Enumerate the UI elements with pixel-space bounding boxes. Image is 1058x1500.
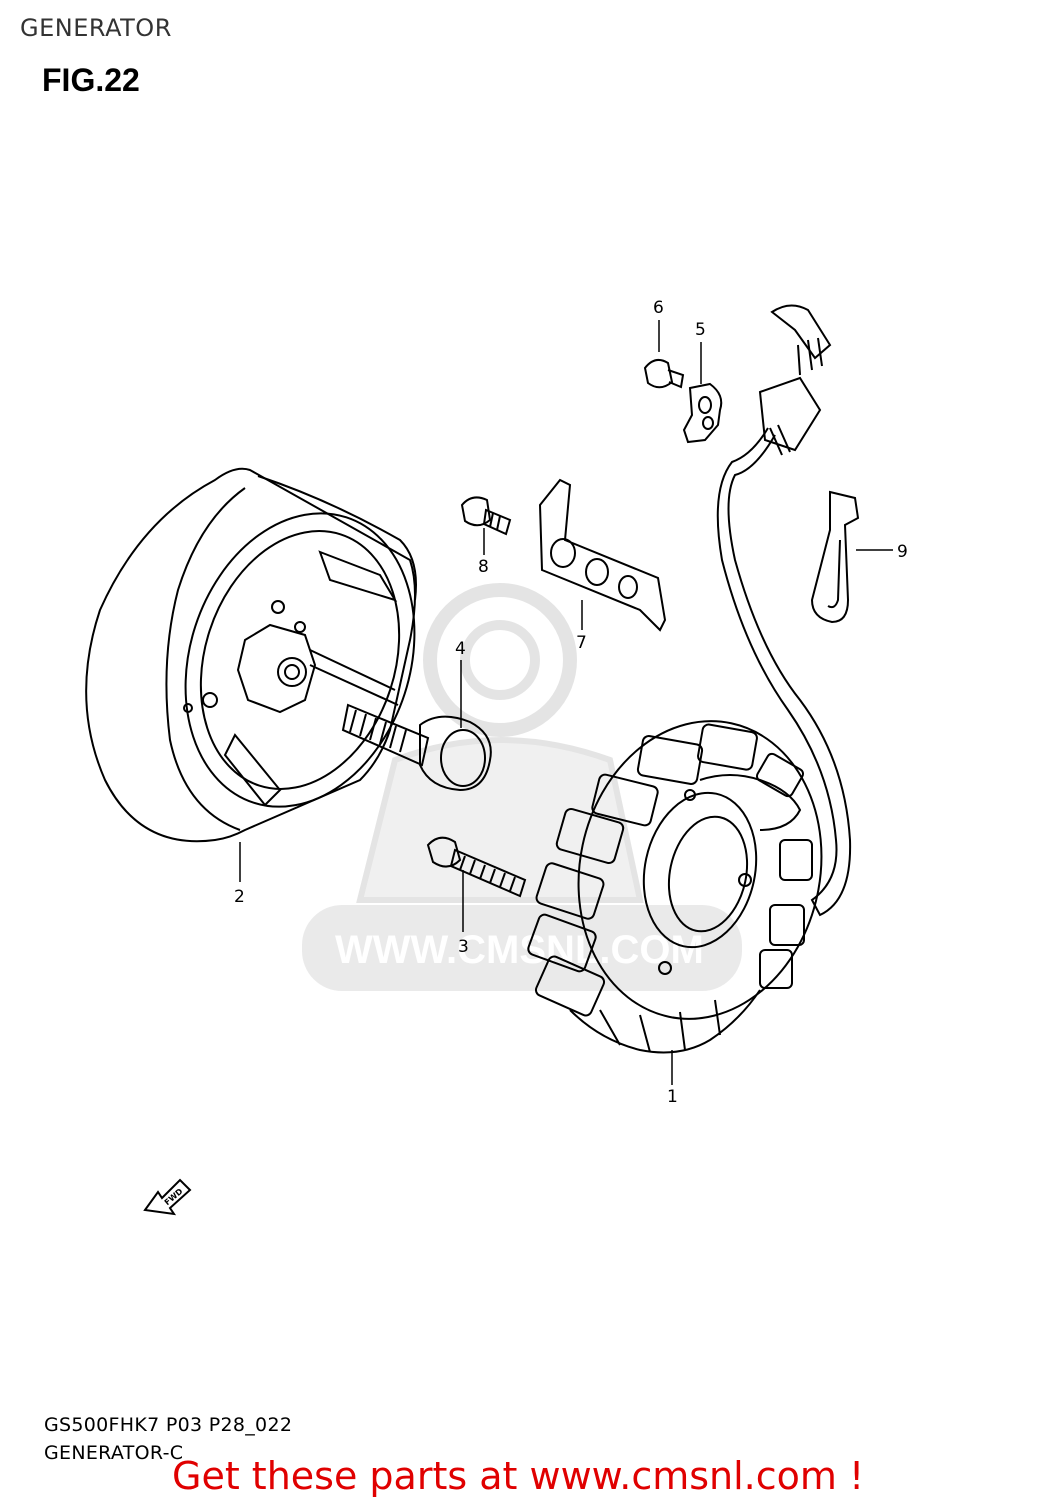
- page-title: GENERATOR: [20, 14, 172, 42]
- rotor-bolt: [341, 703, 492, 792]
- part-number-6: 6: [653, 298, 664, 318]
- part-number-4: 4: [455, 639, 466, 659]
- wire-clamp: [682, 382, 723, 444]
- stator-screw: [426, 836, 527, 898]
- figure-label: FIG.22: [42, 62, 140, 98]
- plate-screw: [460, 496, 512, 536]
- wire-guide-plate: [538, 478, 667, 632]
- part-number-9: 9: [897, 542, 908, 562]
- watermark: WWW.CMSNL.COM: [302, 583, 742, 991]
- clamp-screw: [643, 358, 685, 389]
- part-number-7: 7: [576, 633, 587, 653]
- part-number-8: 8: [478, 557, 489, 577]
- cta-link[interactable]: Get these parts at www.cmsnl.com !: [172, 1454, 865, 1498]
- diagram-code: GENERATOR-C: [44, 1442, 184, 1464]
- watermark-text: WWW.CMSNL.COM: [335, 928, 704, 972]
- leader-lines: [239, 320, 893, 1085]
- part-number-5: 5: [695, 320, 706, 340]
- fwd-arrow-icon: FWD: [143, 1178, 192, 1216]
- wire-clamp-long: [810, 490, 860, 624]
- wire-harness: [716, 304, 852, 917]
- rotor-flywheel: [85, 467, 417, 843]
- part-number-3: 3: [458, 937, 469, 957]
- part-numbers: 6 5 8 9 7 4 2 3 1: [234, 298, 908, 1107]
- part-number-2: 2: [234, 887, 245, 907]
- model-code: GS500FHK7 P03 P28_022: [44, 1414, 293, 1436]
- part-number-1: 1: [667, 1087, 678, 1107]
- stator: [527, 720, 823, 1054]
